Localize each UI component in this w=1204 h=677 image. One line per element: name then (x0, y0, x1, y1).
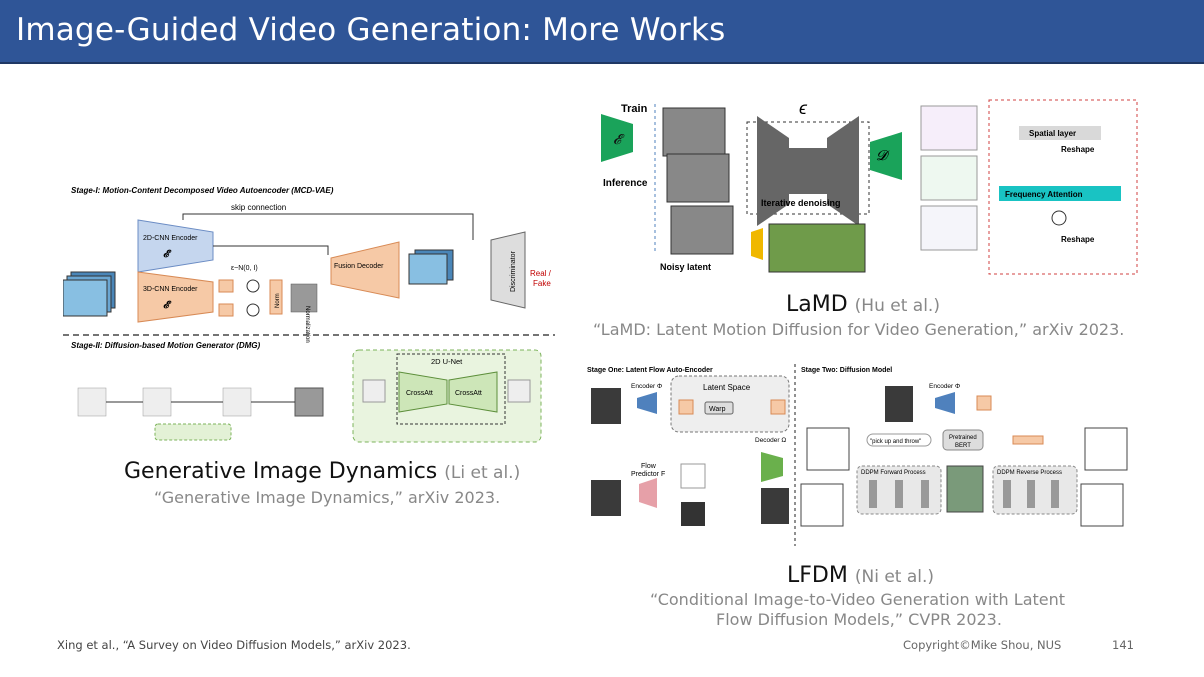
lfdm-latent: Latent Space (703, 383, 751, 392)
gid-caption: Generative Image Dynamics (Li et al.) (124, 459, 520, 484)
lamd-image (768, 223, 866, 273)
gid-realfake2: Fake (533, 279, 551, 288)
gid-citation: “Generative Image Dynamics,” arXiv 2023. (154, 488, 501, 507)
svg-text:ϵ: ϵ (799, 98, 808, 118)
lamd-spatial: Spatial layer (1029, 129, 1076, 138)
fusion-decoder (330, 241, 400, 299)
svg-text:𝓓: 𝓓 (876, 147, 890, 163)
gid-stage2: Stage-II: Diffusion-based Motion Generat… (71, 341, 261, 350)
lfdm-diagram: Stage One: Latent Flow Auto-Encoder Stag… (587, 364, 1128, 546)
lfdm-citation-line1: “Conditional Image-to-Video Generation w… (650, 590, 1066, 609)
lamd-iterative: Iterative denoising (761, 198, 841, 208)
lfdm-fwd: DDPM Forward Process (861, 470, 926, 476)
lamd-unet-right (827, 116, 859, 226)
page-number: 141 (1112, 638, 1134, 652)
lfdm-warp: Warp (709, 406, 726, 413)
lamd-noisy: Noisy latent (660, 262, 711, 272)
gid-realfake1: Real / (530, 269, 552, 278)
lamd-encoder (601, 114, 633, 162)
gid-disc: Discriminator (510, 250, 517, 292)
lfdm-bert2: BERT (955, 443, 971, 449)
lfdm-caption: LFDM (Ni et al.) (787, 563, 934, 588)
lamd-freq: Frequency Attention (1005, 190, 1083, 199)
lfdm-stage2: Stage Two: Diffusion Model (801, 367, 892, 374)
lamd-diagram: Train 𝓔 Inference Noisy latent ϵ Iterati… (601, 98, 1138, 275)
lfdm-enc1: Encoder Φ (631, 383, 662, 390)
lfdm-flowpred1: Flow (641, 463, 657, 470)
lfdm-enc2: Encoder Φ (929, 383, 960, 390)
gid-diagram: Stage-I: Motion-Content Decomposed Video… (62, 186, 555, 443)
gid-fusion: Fusion Decoder (334, 263, 384, 270)
title-bar: Image-Guided Video Generation: More Work… (0, 0, 1204, 62)
lamd-authors: (Hu et al.) (854, 296, 940, 316)
lamd-decoder (870, 132, 902, 180)
gid-figure: Stage-I: Motion-Content Decomposed Video… (62, 180, 555, 450)
lfdm-bert1: Pretrained (949, 435, 977, 441)
lamd-train: Train (621, 103, 648, 115)
lamd-name: LaMD (786, 292, 848, 317)
discriminator (490, 231, 526, 309)
gid-crossatt1: CrossAtt (406, 390, 433, 397)
encoder-3d (137, 271, 214, 323)
svg-text:𝓔: 𝓔 (163, 249, 172, 260)
gid-eps: ε~N(0, I) (231, 265, 258, 272)
gid-stage1: Stage-I: Motion-Content Decomposed Video… (71, 186, 334, 195)
gid-enc-m: 3D-CNN Encoder (143, 286, 198, 293)
gid-normalization: Normalization (304, 306, 310, 343)
gid-skip: skip connection (231, 203, 286, 212)
input-frames (62, 279, 108, 317)
lfdm-rev: DDPM Reverse Process (997, 470, 1062, 476)
lfdm-dec: Decoder Ω (755, 437, 786, 444)
gid-norm: Norm (275, 293, 281, 308)
lfdm-citation-line2: Flow Diffusion Models,” CVPR 2023. (716, 610, 1002, 629)
gid-name: Generative Image Dynamics (124, 459, 438, 484)
svg-text:𝓔: 𝓔 (163, 300, 172, 311)
gid-authors: (Li et al.) (444, 463, 521, 483)
lamd-reshape1: Reshape (1061, 145, 1095, 154)
title-rule (0, 62, 1204, 64)
lamd-figure: Train 𝓔 Inference Noisy latent ϵ Iterati… (585, 94, 1145, 284)
lfdm-flowpred2: Predictor F (631, 471, 665, 478)
lfdm-figure: Stage One: Latent Flow Auto-Encoder Stag… (585, 362, 1145, 547)
lamd-caption: LaMD (Hu et al.) (786, 292, 940, 317)
lfdm-authors: (Ni et al.) (854, 567, 935, 587)
slide-title: Image-Guided Video Generation: More Work… (16, 12, 726, 48)
gid-unet: 2D U-Net (431, 357, 463, 366)
lamd-reshape2: Reshape (1061, 235, 1095, 244)
lamd-citation: “LaMD: Latent Motion Diffusion for Video… (593, 320, 1125, 339)
gid-enc-i: 2D-CNN Encoder (143, 235, 198, 242)
lamd-inference: Inference (603, 178, 648, 189)
lamd-unet-left (757, 116, 789, 226)
lfdm-quote: "pick up and throw" (870, 439, 921, 445)
copyright: Copyright©Mike Shou, NUS (903, 638, 1062, 652)
lfdm-stage1: Stage One: Latent Flow Auto-Encoder (587, 367, 713, 374)
lfdm-name: LFDM (787, 563, 848, 588)
encoder-2d (137, 219, 214, 273)
footnote: Xing et al., “A Survey on Video Diffusio… (57, 638, 411, 652)
gid-crossatt2: CrossAtt (455, 390, 482, 397)
